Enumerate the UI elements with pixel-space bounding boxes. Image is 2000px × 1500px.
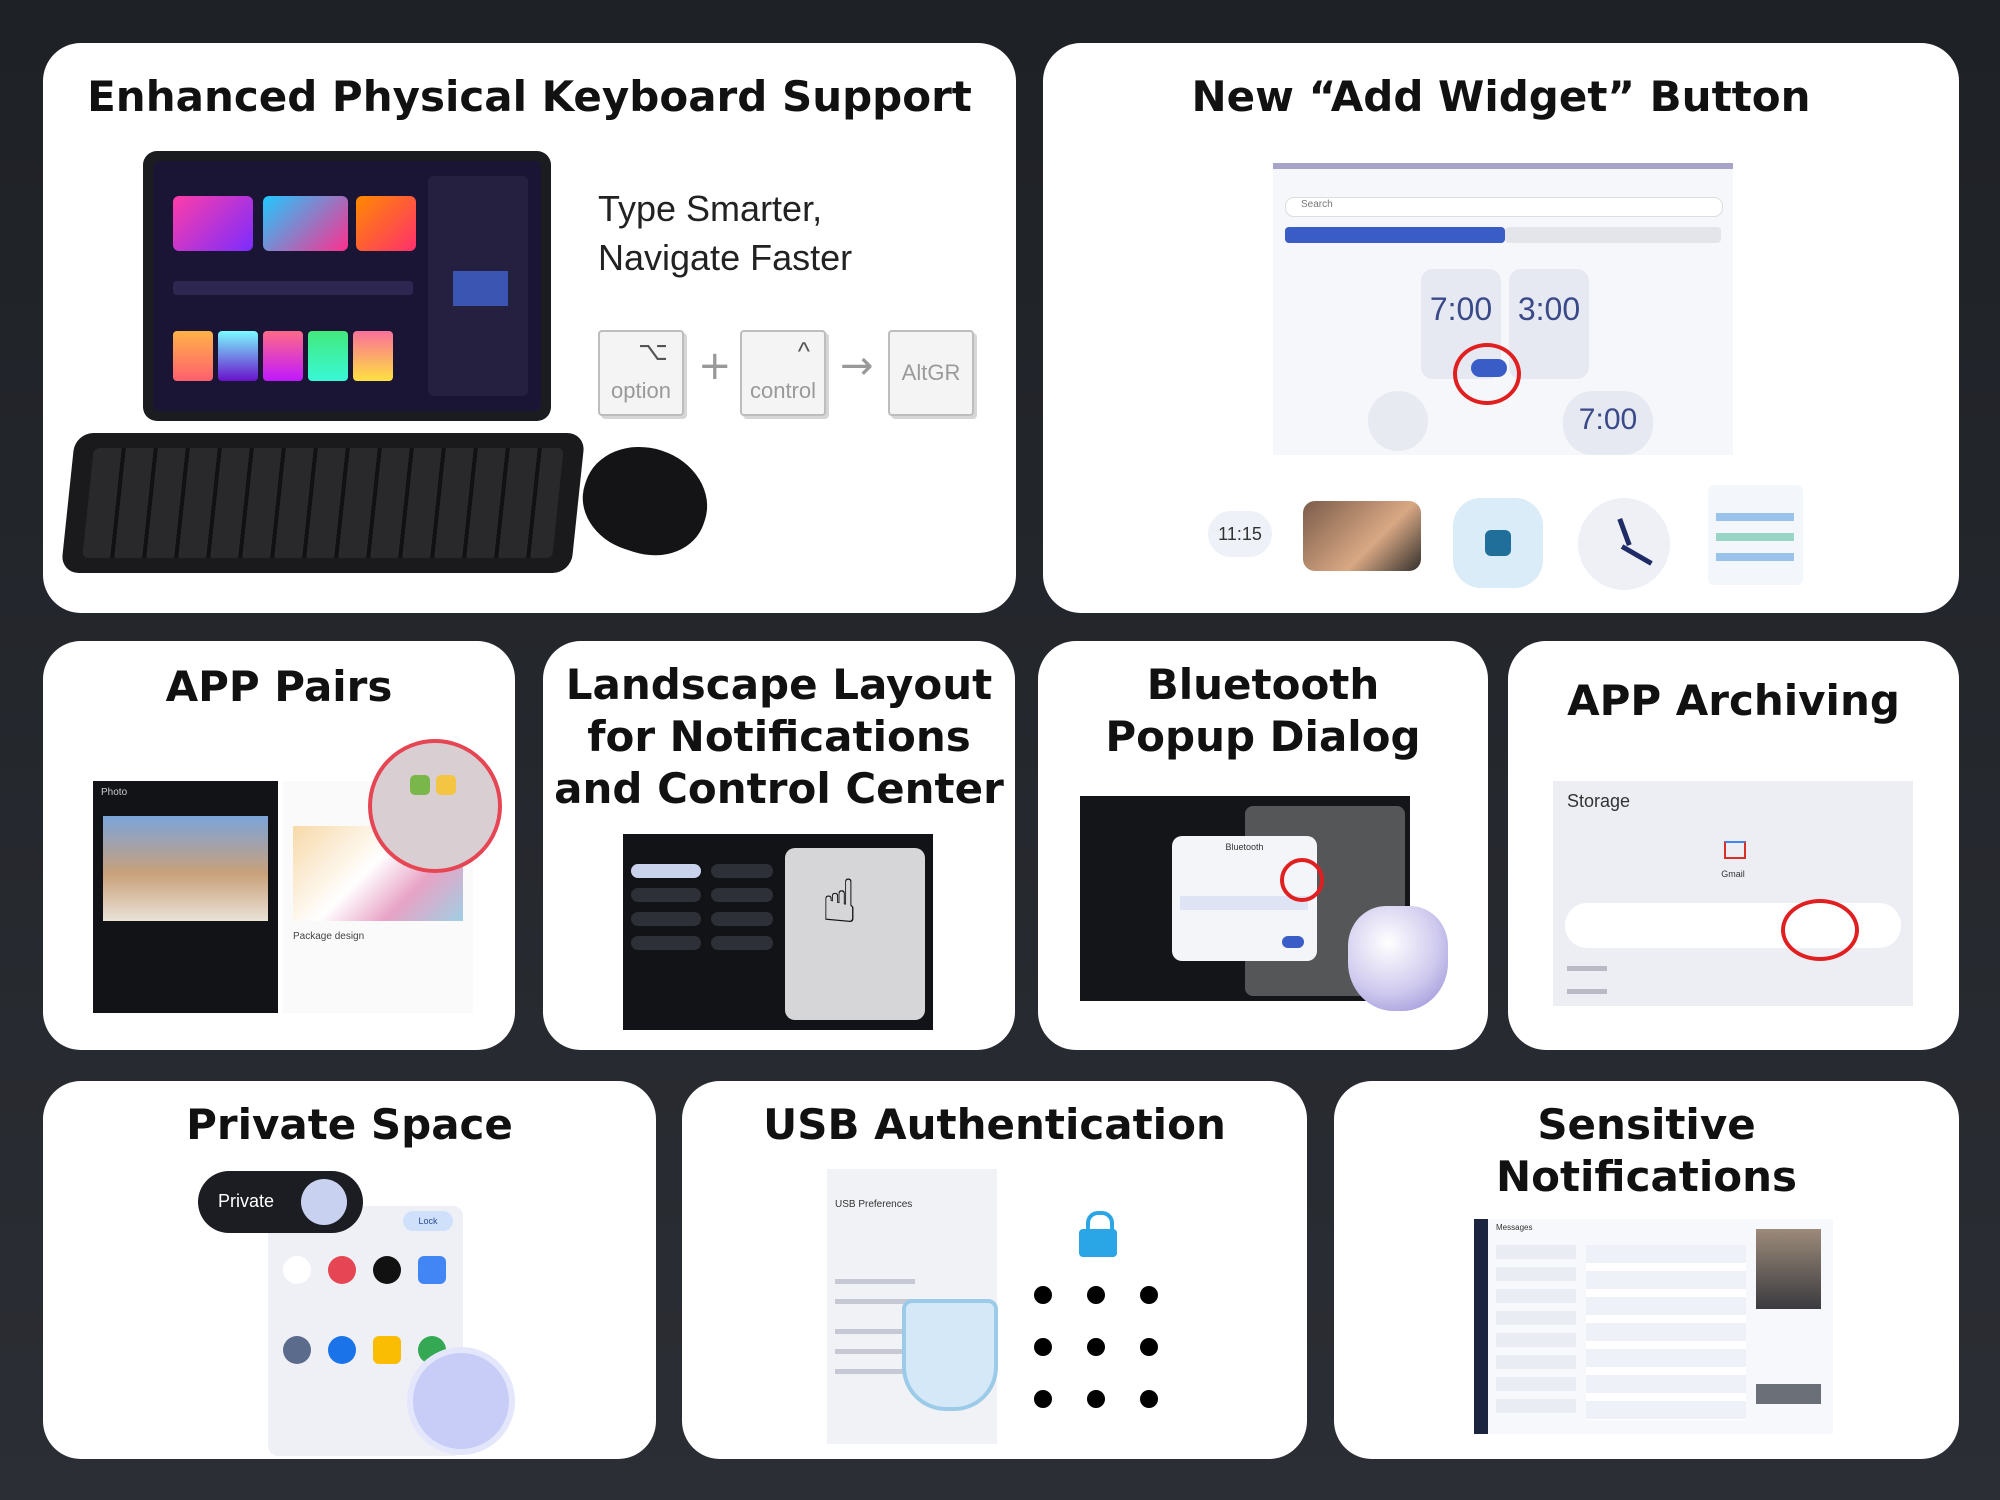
card-add-widget: New “Add Widget” Button Search 7:00 3:00… xyxy=(1043,43,1959,613)
widget-time: 11:15 xyxy=(1218,524,1262,544)
archive-button-highlight[interactable] xyxy=(1781,899,1859,961)
widget-screen: Search 7:00 3:00 7:00 xyxy=(1273,163,1733,455)
messages-screen: Messages xyxy=(1474,1219,1833,1434)
clock-2: 3:00 xyxy=(1517,291,1581,327)
option-key-icon: ⌥ option xyxy=(598,330,684,416)
control-key-icon: ^ control xyxy=(740,330,826,416)
shortcut-widget xyxy=(1453,498,1543,588)
card-app-pairs: APP Pairs Photo Package design xyxy=(43,641,515,1050)
card-title-line-3: and Control Center xyxy=(554,764,1004,813)
tablet-device xyxy=(143,151,551,421)
dialog-title: Bluetooth xyxy=(1225,842,1264,852)
highlight-ring xyxy=(1280,858,1324,902)
bluetooth-earbuds-icon xyxy=(1348,906,1448,1011)
notification-panel xyxy=(785,848,925,1020)
control-symbol: ^ xyxy=(797,336,810,366)
time-widget: 11:15 xyxy=(1208,511,1272,557)
arrow-sign: → xyxy=(840,343,874,389)
calendar-widget xyxy=(1708,485,1803,585)
photo-widget xyxy=(1303,501,1421,571)
fingerprint-icon xyxy=(413,1353,509,1449)
mouse-device xyxy=(569,431,722,570)
lock-icon xyxy=(1079,1211,1117,1257)
card-landscape-layout: Landscape Layout for Notifications and C… xyxy=(543,641,1015,1050)
card-title-line-2: Popup Dialog xyxy=(1105,712,1421,761)
right-app-caption: Package design xyxy=(293,931,365,942)
card-title-line-2: Notifications xyxy=(1495,1152,1798,1201)
shield-lock-icon xyxy=(902,1299,998,1411)
contact-avatar xyxy=(1756,1229,1821,1309)
card-title: Enhanced Physical Keyboard Support xyxy=(87,72,972,121)
card-keyboard-support: Enhanced Physical Keyboard Support Type … xyxy=(43,43,1016,613)
card-title: USB Authentication xyxy=(763,1100,1226,1149)
tagline-line-2: Navigate Faster xyxy=(598,237,853,278)
card-sensitive-notifications: Sensitive Notifications Messages xyxy=(1334,1081,1959,1459)
option-key-label: option xyxy=(611,378,671,403)
app-name: Gmail xyxy=(1721,869,1745,879)
messages-title: Messages xyxy=(1496,1223,1533,1232)
card-title: APP Pairs xyxy=(165,662,393,711)
card-private-space: Private Space Private Lock xyxy=(43,1081,656,1459)
left-app-pane: Photo xyxy=(93,781,278,1013)
analog-clock-widget-large xyxy=(1578,498,1670,590)
card-app-archiving: APP Archiving Storage Gmail xyxy=(1508,641,1959,1050)
hand-gesture-icon: ☝ xyxy=(821,868,858,935)
gmail-icon xyxy=(1724,841,1746,859)
landscape-screen: ☝ xyxy=(623,834,933,1030)
plus-sign: + xyxy=(698,343,732,389)
control-key-label: control xyxy=(749,378,817,403)
storage-panel: Storage Gmail xyxy=(1553,781,1913,1006)
search-label: Search xyxy=(1301,199,1333,210)
card-usb-authentication: USB Authentication USB Preferences xyxy=(682,1081,1307,1459)
card-bluetooth-popup: Bluetooth Popup Dialog Bluetooth xyxy=(1038,641,1488,1050)
card-title-line-2: for Notifications xyxy=(587,712,971,761)
card-title-line-1: Bluetooth xyxy=(1146,660,1380,709)
tagline-line-1: Type Smarter, xyxy=(598,188,823,229)
clock-3: 7:00 xyxy=(1578,403,1638,436)
option-symbol: ⌥ xyxy=(638,336,668,366)
card-title: Private Space xyxy=(186,1100,513,1149)
lock-button[interactable]: Lock xyxy=(403,1211,453,1231)
storage-label: Storage xyxy=(1567,791,1631,811)
app-pair-magnifier xyxy=(368,739,502,873)
tablet-screen xyxy=(153,161,541,411)
altgr-key-label: AltGR xyxy=(901,360,961,385)
card-title-line-1: Sensitive xyxy=(1537,1100,1756,1149)
keyboard-device xyxy=(60,433,586,573)
card-title: New “Add Widget” Button xyxy=(1191,72,1811,121)
highlight-ring xyxy=(1453,343,1521,405)
lock-label: Lock xyxy=(418,1216,438,1226)
clock-1: 7:00 xyxy=(1429,291,1493,327)
card-title: APP Archiving xyxy=(1567,676,1900,725)
left-app-label: Photo xyxy=(101,787,128,798)
private-pill[interactable]: Private xyxy=(198,1171,363,1233)
lock-icon xyxy=(301,1179,347,1225)
private-pill-label: Private xyxy=(218,1191,275,1211)
analog-clock-widget xyxy=(1368,391,1428,451)
usb-panel-title: USB Preferences xyxy=(835,1199,913,1210)
altgr-key-icon: AltGR xyxy=(888,330,974,416)
card-title-line-1: Landscape Layout xyxy=(565,660,993,709)
